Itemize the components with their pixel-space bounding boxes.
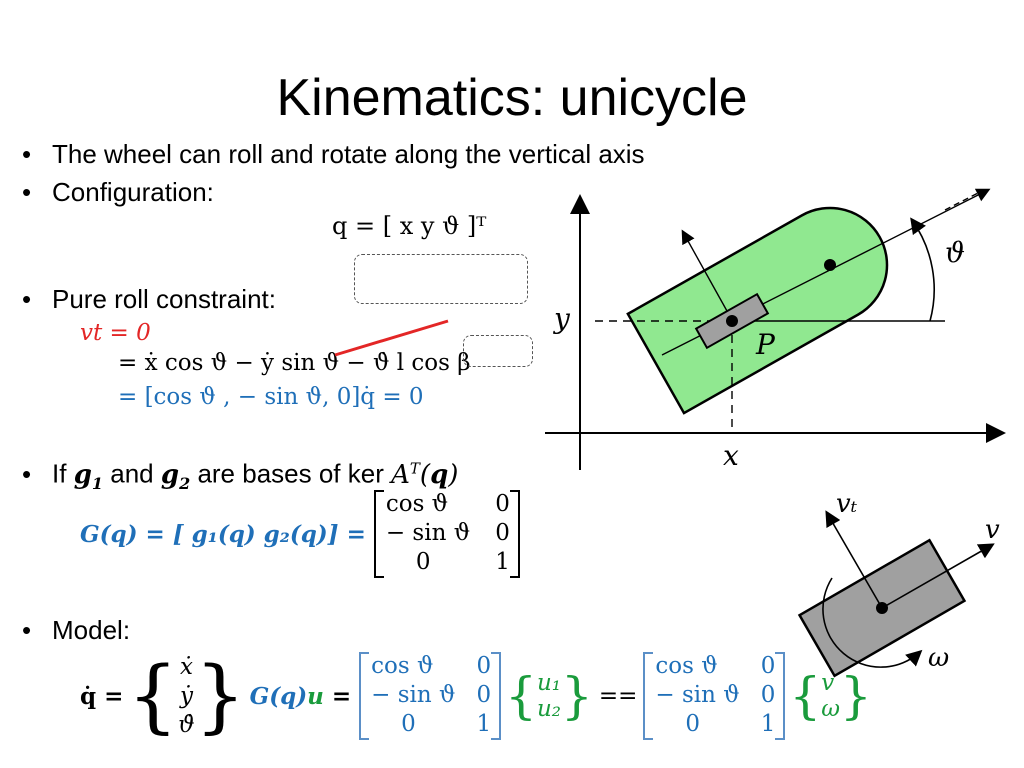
model-matrix-2: cos ϑ 0 − sin ϑ 0 0 1 — [643, 652, 786, 740]
brace-right: } — [194, 649, 246, 742]
heading-dash — [944, 191, 981, 211]
bullet-text: Model: — [52, 615, 131, 645]
state-entry: ẋ — [180, 653, 193, 680]
bullet-text: If — [52, 458, 67, 489]
brace-right-u: } — [561, 667, 593, 725]
state-entry: ẏ — [180, 682, 193, 709]
label-omega: ω — [928, 643, 949, 673]
center-dot — [824, 259, 836, 271]
label-vt: vₜ — [836, 489, 858, 519]
model-cell: 0 — [685, 711, 701, 737]
theta-arc — [910, 217, 935, 322]
g2-symbol: g2 — [160, 459, 191, 493]
unicycle-figure: ϑ y x P — [545, 188, 1006, 472]
brace-left-vw: { — [789, 667, 822, 725]
omega-arc — [822, 577, 923, 668]
bullet-roll-constraint: • Pure roll constraint: — [22, 283, 276, 315]
g-cell: 1 — [495, 549, 510, 575]
g1-symbol: g1 — [73, 459, 104, 493]
g-cell: 0 — [495, 491, 510, 517]
bullet-model: • Model: — [22, 614, 130, 646]
state-entry: ϑ̇ — [178, 711, 195, 738]
brace-left: { — [127, 649, 179, 742]
model-cell: 0 — [401, 711, 416, 737]
model-cell: 0 — [476, 682, 492, 708]
point-p — [726, 315, 738, 327]
g-cell: − sin ϑ — [385, 520, 471, 546]
g-cell: 0 — [415, 549, 431, 575]
g-matrix-lhs: G(q) = [ g₁(q) g₂(q)] = — [80, 520, 366, 548]
brace-left-u: { — [505, 667, 537, 725]
bullet-text-mid: and — [110, 458, 154, 489]
dashed-placeholder-box — [354, 254, 528, 304]
robot-body — [626, 206, 889, 415]
qdot-lhs: q̇ = — [80, 682, 124, 710]
model-eq1: G(q)u = — [249, 682, 352, 710]
dashed-placeholder-box-small — [463, 335, 533, 367]
bullet-text-end: are bases of ker — [197, 458, 384, 489]
bullet-text: The wheel can roll and rotate along the … — [52, 139, 645, 169]
model-cell: 1 — [760, 711, 776, 737]
model-matrix-1: cos ϑ 0 − sin ϑ 0 0 1 — [359, 652, 502, 740]
bullet-configuration: • Configuration: — [22, 176, 214, 208]
g-cell: cos ϑ — [385, 491, 449, 517]
constraint-line-2: = ẋ cos ϑ − ẏ sin ϑ − ϑ̇ l cos β — [118, 350, 471, 376]
bullet-text: Pure roll constraint: — [52, 284, 276, 314]
model-cell: − sin ϑ — [655, 682, 740, 708]
kernel-expression: AT(q) — [391, 459, 459, 490]
wheel-center — [876, 602, 888, 614]
double-equals: == — [598, 683, 638, 709]
bullet-text: Configuration: — [52, 177, 214, 207]
label-v: v — [985, 515, 1000, 545]
wheel-velocity-figure: vₜ v ω — [797, 489, 1000, 678]
input-entry: u₂ — [536, 696, 562, 722]
constraint-line-1: vt = 0 — [80, 320, 151, 346]
model-cell: 1 — [476, 711, 492, 737]
slide-title: Kinematics: unicycle — [276, 69, 748, 127]
velocity-vector: v ω — [821, 670, 840, 722]
state-vector: ẋ ẏ ϑ̇ — [178, 653, 194, 740]
v-arrow — [881, 543, 995, 609]
lateral-axis — [681, 229, 733, 321]
bullet-dot: • — [22, 177, 32, 207]
model-cell: 0 — [476, 653, 492, 679]
velocity-entry: ω — [821, 696, 840, 722]
model-cell: − sin ϑ — [371, 682, 456, 708]
model-cell: cos ϑ — [371, 653, 434, 679]
label-y: y — [552, 302, 571, 335]
vt-arrow — [825, 510, 883, 609]
label-theta: ϑ — [945, 236, 965, 269]
g-matrix-equation: G(q) = [ g₁(q) g₂(q)] = cos ϑ 0 − sin ϑ 0 … — [80, 490, 520, 578]
bullet-wheel: • The wheel can roll and rotate along the… — [22, 138, 645, 170]
brace-right-vw: } — [839, 667, 872, 725]
strikeout-mark — [334, 319, 449, 357]
label-p: P — [755, 328, 776, 361]
velocity-entry: v — [821, 670, 835, 696]
g-matrix: cos ϑ 0 − sin ϑ 0 0 1 — [373, 490, 520, 578]
configuration-equation: q = [ x y ϑ ]ᵀ — [332, 212, 486, 240]
bullet-dot: • — [22, 139, 32, 169]
bullet-bases: • If g1 and g2 are bases of ker AT(q) — [22, 452, 458, 500]
input-vector: u₁ u₂ — [537, 670, 561, 722]
model-cell: 0 — [760, 682, 776, 708]
input-entry: u₁ — [536, 670, 562, 696]
label-x: x — [723, 439, 739, 472]
constraint-line-3: = [cos ϑ , − sin ϑ, 0]q̇ = 0 — [118, 384, 424, 410]
bullet-dot: • — [22, 615, 32, 645]
bullet-dot: • — [22, 458, 32, 489]
model-equation: q̇ = { ẋ ẏ ϑ̇ } G(q)u = cos ϑ 0 − sin ϑ 0 … — [80, 650, 872, 742]
model-cell: 0 — [760, 653, 776, 679]
g-cell: 0 — [495, 520, 510, 546]
bullet-dot: • — [22, 284, 32, 314]
config-eq: q = [ x y ϑ ]ᵀ — [332, 212, 487, 240]
model-cell: cos ϑ — [655, 653, 718, 679]
